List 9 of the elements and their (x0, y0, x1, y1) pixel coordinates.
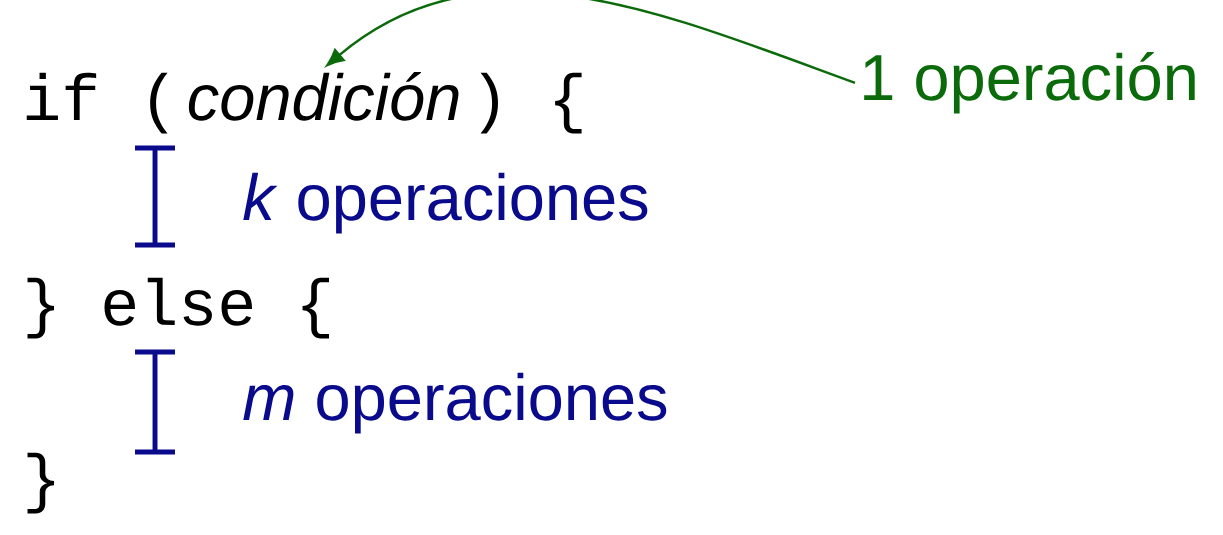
code-text: ) { (480, 72, 582, 134)
arrow (326, 0, 856, 84)
code-text: } else { (27, 277, 329, 339)
condition-text: condición (188, 72, 459, 121)
annotation-text: 1 operación (864, 52, 1195, 114)
code-text: if ( (26, 72, 168, 134)
operation-count: m operaciones (243, 372, 667, 434)
code-text: } (27, 452, 55, 514)
operation-count: k operaciones (243, 172, 648, 234)
